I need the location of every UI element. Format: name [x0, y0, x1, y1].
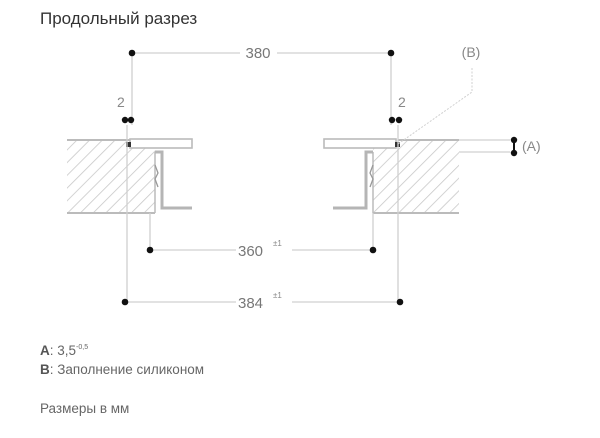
dimension-gap-left: 2 [117, 94, 135, 124]
svg-text:2: 2 [398, 94, 406, 110]
legend-a-key: A [40, 343, 50, 358]
legend-a: A: 3,5-0,5 [40, 343, 89, 358]
svg-text:(A): (A) [522, 138, 541, 154]
dimension-360: 360 ±1 [146, 239, 377, 260]
svg-text:±1: ±1 [273, 239, 282, 248]
dimension-380: 380 [128, 45, 395, 62]
legend-a-tolerance: -0,5 [76, 344, 89, 351]
svg-text:380: 380 [245, 45, 270, 62]
dimension-gap-right: 2 [388, 94, 406, 124]
dimension-a: (A) [510, 136, 541, 157]
callout-b: (B) [397, 44, 481, 145]
svg-text:360: 360 [238, 243, 263, 260]
units-note: Размеры в мм [40, 401, 130, 416]
left-hob-profile [126, 138, 193, 210]
legend-a-value: 3,5 [57, 343, 77, 358]
dimension-384: 384 ±1 [121, 291, 404, 312]
right-countertop [372, 139, 459, 214]
legend-b-key: B [40, 362, 50, 377]
legend-b-value: Заполнение силиконом [57, 362, 205, 377]
svg-text:384: 384 [238, 295, 263, 312]
section-title: Продольный разрез [40, 9, 198, 28]
svg-text:2: 2 [117, 94, 125, 110]
svg-text:±1: ±1 [273, 291, 282, 300]
left-countertop [67, 139, 156, 214]
silicone-fill-left [126, 142, 131, 147]
svg-text:(B): (B) [462, 44, 481, 60]
extension-lines [126, 53, 510, 300]
legend-b: B: Заполнение силиконом [40, 362, 205, 377]
